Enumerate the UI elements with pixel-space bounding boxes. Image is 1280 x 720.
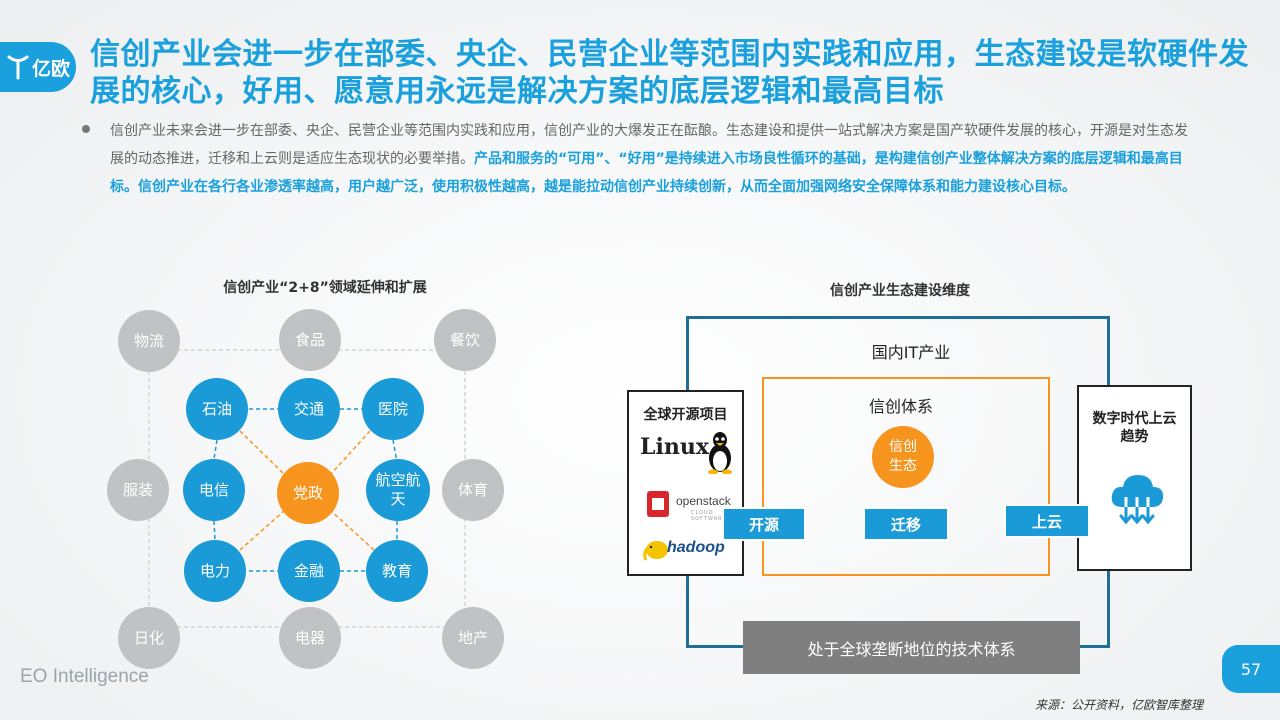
right-diagram-title: 信创产业生态建设维度 <box>830 283 970 299</box>
openstack-logo-sub: CLOUD SOFTWARE <box>691 510 727 522</box>
circle-outer-6: 日化 <box>118 607 180 669</box>
left-diagram-title: 信创产业“2+8”领域延伸和扩展 <box>223 280 427 296</box>
xinchuang-system-label: 信创体系 <box>868 397 933 416</box>
linux-logo-text: Linux <box>640 434 709 460</box>
circle-outer-4: 服装 <box>107 459 169 521</box>
bullet-icon <box>82 125 90 133</box>
open-source-tag: 开源 <box>722 507 806 541</box>
hadoop-elephant-icon <box>643 541 668 561</box>
brand-logo: 亿欧 <box>0 42 76 92</box>
circle-inner-8: 教育 <box>366 540 428 602</box>
circle-inner-7: 金融 <box>278 540 340 602</box>
open-source-title: 全球开源项目 <box>643 407 728 423</box>
cloud-tag: 上云 <box>1004 504 1090 538</box>
logo-text: 亿欧 <box>31 57 70 80</box>
circle-center: 党政 <box>277 462 339 524</box>
cloud-download-icon <box>1111 475 1164 525</box>
hadoop-logo-text: hadoop <box>667 539 725 556</box>
circle-inner-1: 石油 <box>186 378 248 440</box>
body-normal-text: 信创产业未来会进一步在部委、央企、民营企业等范围内实践和应用，信创产业的大爆发正… <box>110 123 1188 167</box>
xinchuang-system-box <box>762 377 1050 576</box>
hadoop-logo: hadoop <box>643 537 738 563</box>
logo-y-icon <box>7 55 29 80</box>
body-paragraph: 信创产业未来会进一步在部委、央企、民营企业等范围内实践和应用，信创产业的大爆发正… <box>110 117 1200 201</box>
source-note: 来源：公开资料，亿欧智库整理 <box>1035 698 1204 712</box>
xinchuang-ecosystem-circle: 信创生态 <box>872 426 934 488</box>
openstack-logo: openstack CLOUD SOFTWARE <box>645 486 740 522</box>
page-number: 57 <box>1222 645 1280 693</box>
monopoly-tech-bar: 处于全球垄断地位的技术体系 <box>743 621 1080 674</box>
circle-inner-3: 医院 <box>362 378 424 440</box>
migrate-tag: 迁移 <box>863 507 949 541</box>
circle-inner-5: 航空航天 <box>366 459 430 521</box>
footer-brand: EO Intelligence <box>20 666 149 687</box>
cloud-trend-title: 数字时代上云趋势 <box>1092 411 1177 445</box>
circle-outer-1: 物流 <box>118 310 180 372</box>
open-source-panel <box>627 390 744 576</box>
circle-inner-6: 电力 <box>184 540 246 602</box>
tux-penguin-icon <box>708 432 732 474</box>
circle-inner-2: 交通 <box>278 378 340 440</box>
circle-outer-3: 餐饮 <box>434 309 496 371</box>
body-highlight-text: 产品和服务的“可用”、“好用”是持续进入市场良性循环的基础，是构建信创产业整体解… <box>110 151 1183 195</box>
openstack-cube-icon <box>647 491 669 517</box>
openstack-logo-text: openstack <box>676 494 731 508</box>
page-title: 信创产业会进一步在部委、央企、民营企业等范围内实践和应用，生态建设是软硬件发展的… <box>90 37 1249 109</box>
circle-inner-4: 电信 <box>183 459 245 521</box>
circle-outer-2: 食品 <box>279 309 341 371</box>
linux-logo: Linux <box>640 430 740 478</box>
circle-outer-7: 电器 <box>279 607 341 669</box>
circle-outer-8: 地产 <box>442 607 504 669</box>
domestic-it-label: 国内IT产业 <box>871 343 951 362</box>
circle-outer-5: 体育 <box>442 459 504 521</box>
